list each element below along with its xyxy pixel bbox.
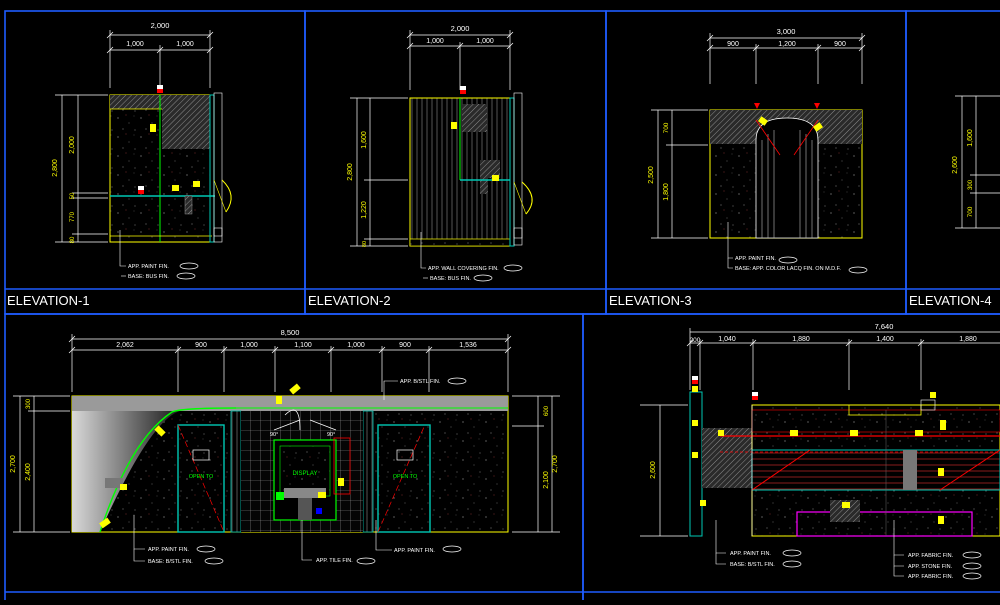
- elevation-1-title: ELEVATION-1: [7, 293, 90, 308]
- e2-dim-left: 1,000: [426, 38, 444, 45]
- e6-finish-tag-3: [962, 551, 982, 559]
- e2-note-wall: APP. WALL COVERING FIN.: [428, 266, 499, 272]
- e6-dim-total: 7,640: [875, 322, 894, 331]
- elevation-3-title: ELEVATION-3: [609, 293, 692, 308]
- e3-dim-total: 3,000: [777, 27, 796, 36]
- e3-dim-center: 1,200: [778, 41, 796, 48]
- e5-dim-7: 1,536: [459, 342, 477, 349]
- e2-finish-tag-1: [503, 264, 523, 272]
- e5-note-base-left: BASE: B/STL FIN.: [148, 559, 193, 565]
- panel-frames: [4, 10, 1000, 605]
- e5-note-bstl: APP. B/STL FIN.: [400, 379, 441, 385]
- e2-finish-tag-2: [473, 274, 493, 282]
- e5-finish-tag-1: [447, 377, 467, 385]
- e3-finish-tag-1: [778, 256, 798, 264]
- elevation-6-drawing: 7,640 200 1,040 1,880 1,400 1,880 2,600: [640, 322, 1000, 580]
- e1-dim-band: 50: [70, 192, 76, 199]
- e6-dim-3: 1,880: [792, 336, 810, 343]
- e5-dim-right-lower: 2,100: [543, 471, 550, 489]
- e2-note-base: BASE: BUS FIN.: [430, 276, 471, 282]
- e5-display-label: DISPLAY: [293, 471, 318, 477]
- e2-dim-right: 1,000: [476, 38, 494, 45]
- e5-dim-left-lower: 2,400: [25, 463, 32, 481]
- e5-finish-tag-4: [356, 557, 376, 565]
- e3-dim-lower: 1,800: [663, 183, 670, 201]
- e5-note-paint-right: APP. PAINT FIN.: [394, 548, 435, 554]
- e3-note-paint: APP. PAINT FIN.: [735, 256, 776, 262]
- e2-dim-total: 2,000: [451, 24, 470, 33]
- elevation-4-drawing: 2,600 1,600 300 700: [952, 95, 1000, 229]
- e1-finish-tag-1: [179, 262, 199, 270]
- e1-note-paint: APP. PAINT FIN.: [128, 264, 169, 270]
- e5-dim-left-height: 2,700: [10, 455, 17, 473]
- e6-note-fabric-2: APP. FABRIC FIN.: [908, 574, 954, 580]
- e6-finish-tag-5: [962, 572, 982, 580]
- e5-dim-1: 2,062: [116, 342, 134, 349]
- e6-finish-tag-4: [962, 562, 982, 570]
- elevation-2-drawing: 2,000 1,000 1,000 2,800 1,600 1,220 80: [347, 24, 533, 282]
- e1-dim-left: 1,000: [126, 41, 144, 48]
- e5-finish-tag-5: [442, 545, 462, 553]
- e5-dim-2: 900: [195, 342, 207, 349]
- e6-dim-5: 1,880: [959, 336, 977, 343]
- e6-dim-height: 2,600: [650, 461, 657, 479]
- e1-dim-upper: 2,000: [69, 136, 76, 154]
- e5-note-paint-left: APP. PAINT FIN.: [148, 547, 189, 553]
- e2-dim-lower: 1,220: [361, 201, 368, 219]
- e4-dim-height: 2,600: [952, 156, 959, 174]
- e1-dim-base: 80: [70, 236, 76, 243]
- e3-dim-left: 900: [727, 41, 739, 48]
- e5-dim-total: 8,500: [281, 328, 300, 337]
- e1-note-base: BASE: BUS FIN.: [128, 274, 169, 280]
- e3-dim-height: 2,500: [648, 166, 655, 184]
- e6-finish-tag-2: [782, 560, 802, 568]
- e2-dim-height: 2,800: [347, 163, 354, 181]
- e6-note-base: BASE: B/STL FIN.: [730, 562, 775, 568]
- e6-finish-tag-1: [782, 549, 802, 557]
- elevation-2-title: ELEVATION-2: [308, 293, 391, 308]
- e5-door-right-label: OPEN TO: [393, 474, 418, 480]
- elevation-4-title: ELEVATION-4: [909, 293, 992, 308]
- e4-dim-upper: 1,600: [967, 129, 974, 147]
- e5-door-left-label: OPEN TO: [189, 474, 214, 480]
- e5-angle-right: 90°: [327, 432, 335, 438]
- e5-dim-right-top: 600: [544, 405, 550, 416]
- e1-dim-right: 1,000: [176, 41, 194, 48]
- e5-finish-tag-2: [196, 545, 216, 553]
- e5-note-tile: APP. TILE FIN.: [316, 558, 353, 564]
- e6-note-stone: APP. STONE FIN.: [908, 564, 953, 570]
- e6-dim-1: 200: [690, 337, 701, 344]
- e5-angle-left: 90°: [270, 432, 278, 438]
- e2-dim-base: 80: [362, 241, 368, 247]
- e5-dim-4: 1,100: [294, 342, 312, 349]
- e5-dim-right-height: 2,700: [552, 455, 559, 473]
- e3-dim-upper: 700: [663, 122, 670, 133]
- e3-note-base: BASE: APP. COLOR LACQ FIN. ON M.D.F.: [735, 266, 841, 272]
- elevation-3-drawing: 3,000 900 1,200 900 2,500 700 1,800 APP.: [648, 27, 868, 274]
- e3-finish-tag-2: [848, 266, 868, 274]
- e5-finish-tag-3: [204, 557, 224, 565]
- e4-dim-band: 300: [968, 179, 974, 190]
- e6-note-paint: APP. PAINT FIN.: [730, 551, 771, 557]
- e1-dim-height: 2,800: [52, 159, 59, 177]
- e5-dim-3: 1,000: [240, 342, 258, 349]
- e1-dim-total: 2,000: [151, 21, 170, 30]
- elevation-1-drawing: 2,000 1,000 1,000 2,800 2,000 50 770 80: [52, 21, 232, 280]
- e5-dim-left-top: 300: [26, 398, 32, 409]
- e2-dim-upper: 1,600: [361, 131, 368, 149]
- e5-dim-6: 900: [399, 342, 411, 349]
- e6-dim-4: 1,400: [876, 336, 894, 343]
- e4-dim-lower: 700: [967, 206, 974, 217]
- e5-dim-5: 1,000: [347, 342, 365, 349]
- e1-dim-lower: 770: [70, 211, 76, 222]
- e1-finish-tag-2: [176, 272, 196, 280]
- elevation-5-drawing: 8,500 2,062 900 1,000 1,100 1,000 900 1,…: [10, 328, 560, 565]
- e6-note-fabric-1: APP. FABRIC FIN.: [908, 553, 954, 559]
- e3-dim-right: 900: [834, 41, 846, 48]
- e6-dim-2: 1,040: [718, 336, 736, 343]
